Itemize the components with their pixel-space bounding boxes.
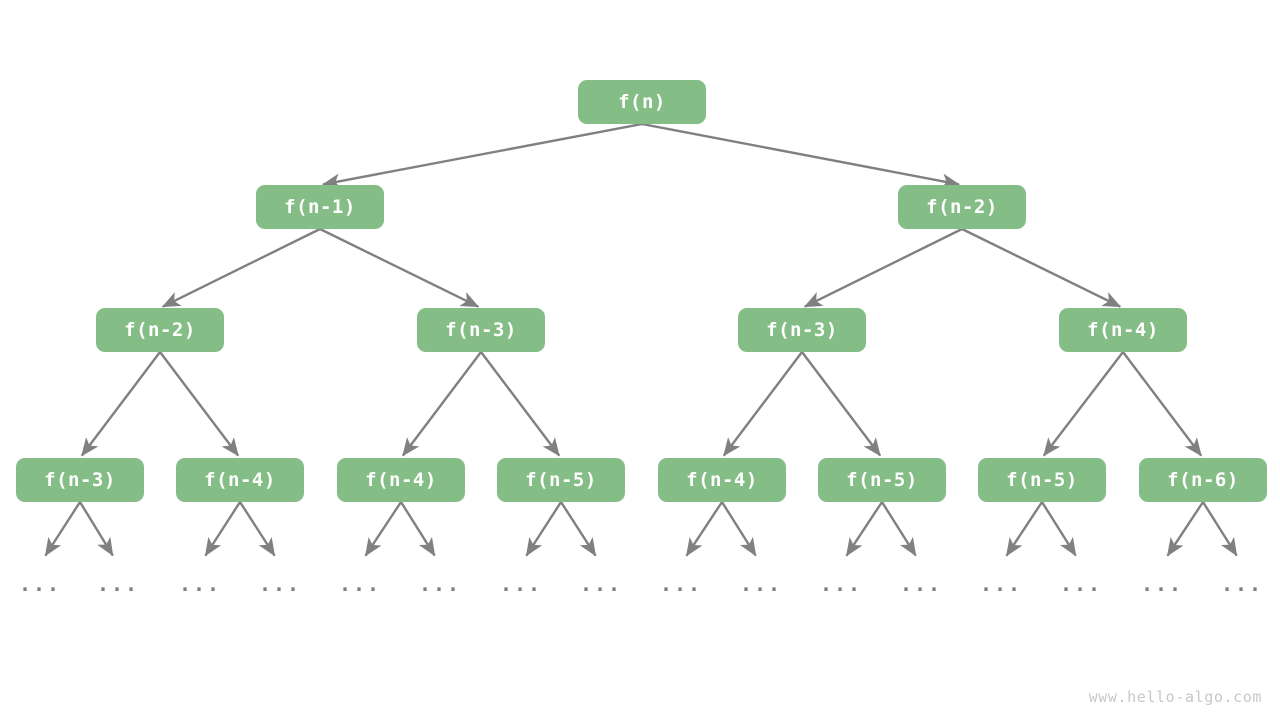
- edge-n5-to-n12: [801, 351, 882, 457]
- ellipsis-marker: ...: [979, 572, 1023, 596]
- ellipsis-marker: ...: [1140, 572, 1184, 596]
- edge-n0-to-n2: [641, 122, 960, 189]
- ellipsis-edge-3: [238, 501, 276, 557]
- ellipsis-marker: ...: [899, 572, 943, 596]
- ellipsis-marker: ...: [659, 572, 703, 596]
- edge-n5-to-n11: [722, 351, 803, 457]
- ellipsis-edge-7: [559, 501, 597, 557]
- ellipsis-edge-5: [399, 501, 436, 557]
- tree-node-n14: f(n-6): [1139, 458, 1267, 502]
- edge-n1-to-n3: [161, 227, 321, 308]
- tree-node-n5: f(n-3): [738, 308, 866, 352]
- edge-n4-to-n10: [480, 351, 561, 457]
- tree-node-n8: f(n-4): [176, 458, 304, 502]
- tree-node-n0: f(n): [578, 80, 706, 124]
- ellipsis-marker: ...: [739, 572, 783, 596]
- ellipsis-marker: ...: [418, 572, 462, 596]
- tree-node-n11: f(n-4): [658, 458, 786, 502]
- ellipsis-edge-12: [1005, 501, 1044, 557]
- watermark: www.hello-algo.com: [1088, 688, 1262, 706]
- ellipsis-edge-11: [880, 501, 917, 557]
- edge-n3-to-n8: [159, 351, 240, 457]
- tree-node-n13: f(n-5): [978, 458, 1106, 502]
- ellipsis-marker: ...: [258, 572, 302, 596]
- edge-n3-to-n7: [80, 351, 161, 457]
- tree-node-n3: f(n-2): [96, 308, 224, 352]
- ellipsis-edge-8: [685, 501, 724, 557]
- edge-n2-to-n5: [803, 227, 963, 308]
- ellipsis-edge-10: [845, 501, 884, 557]
- ellipsis-edge-6: [525, 501, 563, 557]
- ellipsis-edge-4: [364, 501, 403, 557]
- edge-n6-to-n14: [1122, 351, 1203, 457]
- edge-n1-to-n4: [319, 227, 480, 308]
- ellipsis-marker: ...: [499, 572, 543, 596]
- ellipsis-edge-15: [1201, 501, 1238, 557]
- edge-n4-to-n9: [401, 351, 482, 457]
- ellipsis-marker: ...: [819, 572, 863, 596]
- ellipsis-marker: ...: [1059, 572, 1103, 596]
- edge-n6-to-n13: [1042, 351, 1124, 457]
- tree-node-n2: f(n-2): [898, 185, 1026, 229]
- ellipsis-marker: ...: [96, 572, 140, 596]
- ellipsis-marker: ...: [579, 572, 623, 596]
- tree-node-n9: f(n-4): [337, 458, 465, 502]
- edge-n0-to-n1: [322, 122, 643, 189]
- ellipsis-marker: ...: [338, 572, 382, 596]
- tree-node-n6: f(n-4): [1059, 308, 1187, 352]
- ellipsis-edge-13: [1040, 501, 1077, 557]
- tree-node-n4: f(n-3): [417, 308, 545, 352]
- ellipsis-edge-1: [78, 501, 114, 557]
- ellipsis-marker: ...: [1220, 572, 1264, 596]
- ellipsis-edges: [44, 501, 1238, 557]
- tree-node-n12: f(n-5): [818, 458, 946, 502]
- ellipsis-marker: ...: [178, 572, 222, 596]
- ellipsis-edge-14: [1166, 501, 1205, 557]
- tree-edges: [80, 122, 1203, 457]
- ellipsis-edge-0: [44, 501, 82, 557]
- ellipsis-marker: ...: [18, 572, 62, 596]
- tree-node-n1: f(n-1): [256, 185, 384, 229]
- tree-node-n10: f(n-5): [497, 458, 625, 502]
- ellipsis-edge-2: [204, 501, 242, 557]
- edge-n2-to-n6: [961, 227, 1122, 308]
- ellipsis-edge-9: [720, 501, 757, 557]
- tree-node-n7: f(n-3): [16, 458, 144, 502]
